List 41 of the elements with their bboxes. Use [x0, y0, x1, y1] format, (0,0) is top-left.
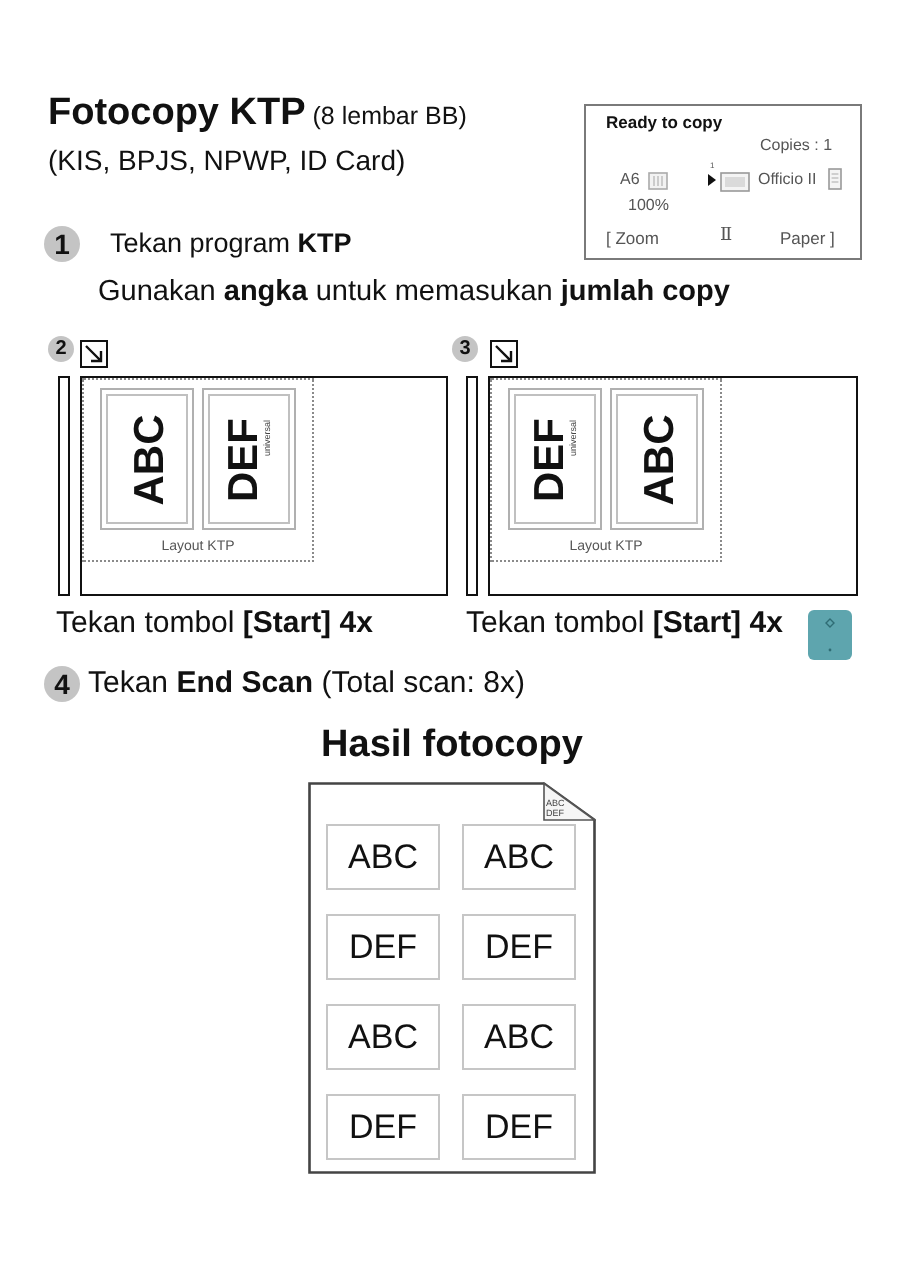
- ktp-layout-area: [82, 378, 314, 562]
- ktp-layout-area: [490, 378, 722, 562]
- card-text: ABC: [129, 413, 171, 505]
- card-text: ABC: [639, 413, 681, 505]
- step-number: 2: [48, 336, 74, 362]
- card-text: DEF: [223, 417, 265, 501]
- paper-size-text: A6: [620, 172, 640, 188]
- separator-symbol: Ⅱ: [720, 228, 733, 246]
- copy-tile: ABC: [326, 824, 440, 890]
- step-number: 3: [452, 336, 478, 362]
- result-heading: Hasil fotocopy: [321, 726, 583, 764]
- subtitle-text: (KIS, BPJS, NPWP, ID Card): [48, 146, 406, 174]
- copy-tile: DEF: [462, 914, 576, 980]
- scanner-glass: [488, 376, 858, 596]
- paper-key-text: Paper ]: [780, 230, 835, 247]
- paper-type-text: Officio II: [758, 172, 817, 188]
- step-number: 1: [44, 226, 80, 262]
- id-card: [610, 388, 704, 530]
- copy-tile: DEF: [326, 914, 440, 980]
- id-card: [202, 388, 296, 530]
- zoom-key-text: [ Zoom: [606, 230, 659, 247]
- copy-tile: DEF: [326, 1094, 440, 1160]
- scanner-glass: [80, 376, 448, 596]
- instruction-text: Tekan program KTP: [110, 230, 352, 257]
- copy-tile: ABC: [326, 1004, 440, 1070]
- instruction-text: Tekan tombol [Start] 4x: [56, 608, 373, 638]
- zoom-percent: 100%: [628, 198, 669, 214]
- instruction-text: Tekan tombol [Start] 4x: [466, 608, 783, 638]
- instruction-text: Gunakan angka untuk memasukan jumlah copy: [98, 278, 730, 307]
- id-card: [100, 388, 194, 530]
- copier-display-panel: [584, 104, 862, 260]
- card-text: DEF: [529, 417, 571, 501]
- display-heading: Ready to copy: [606, 114, 723, 131]
- copy-tile: ABC: [462, 824, 576, 890]
- page-title: Fotocopy KTP (8 lembar BB): [48, 94, 467, 132]
- step-number: 4: [44, 666, 80, 702]
- id-card: [508, 388, 602, 530]
- copies-count: Copies : 1: [760, 138, 833, 154]
- instruction-text: Tekan End Scan (Total scan: 8x): [88, 668, 525, 698]
- copy-tile: ABC: [462, 1004, 576, 1070]
- copy-tile: DEF: [462, 1094, 576, 1160]
